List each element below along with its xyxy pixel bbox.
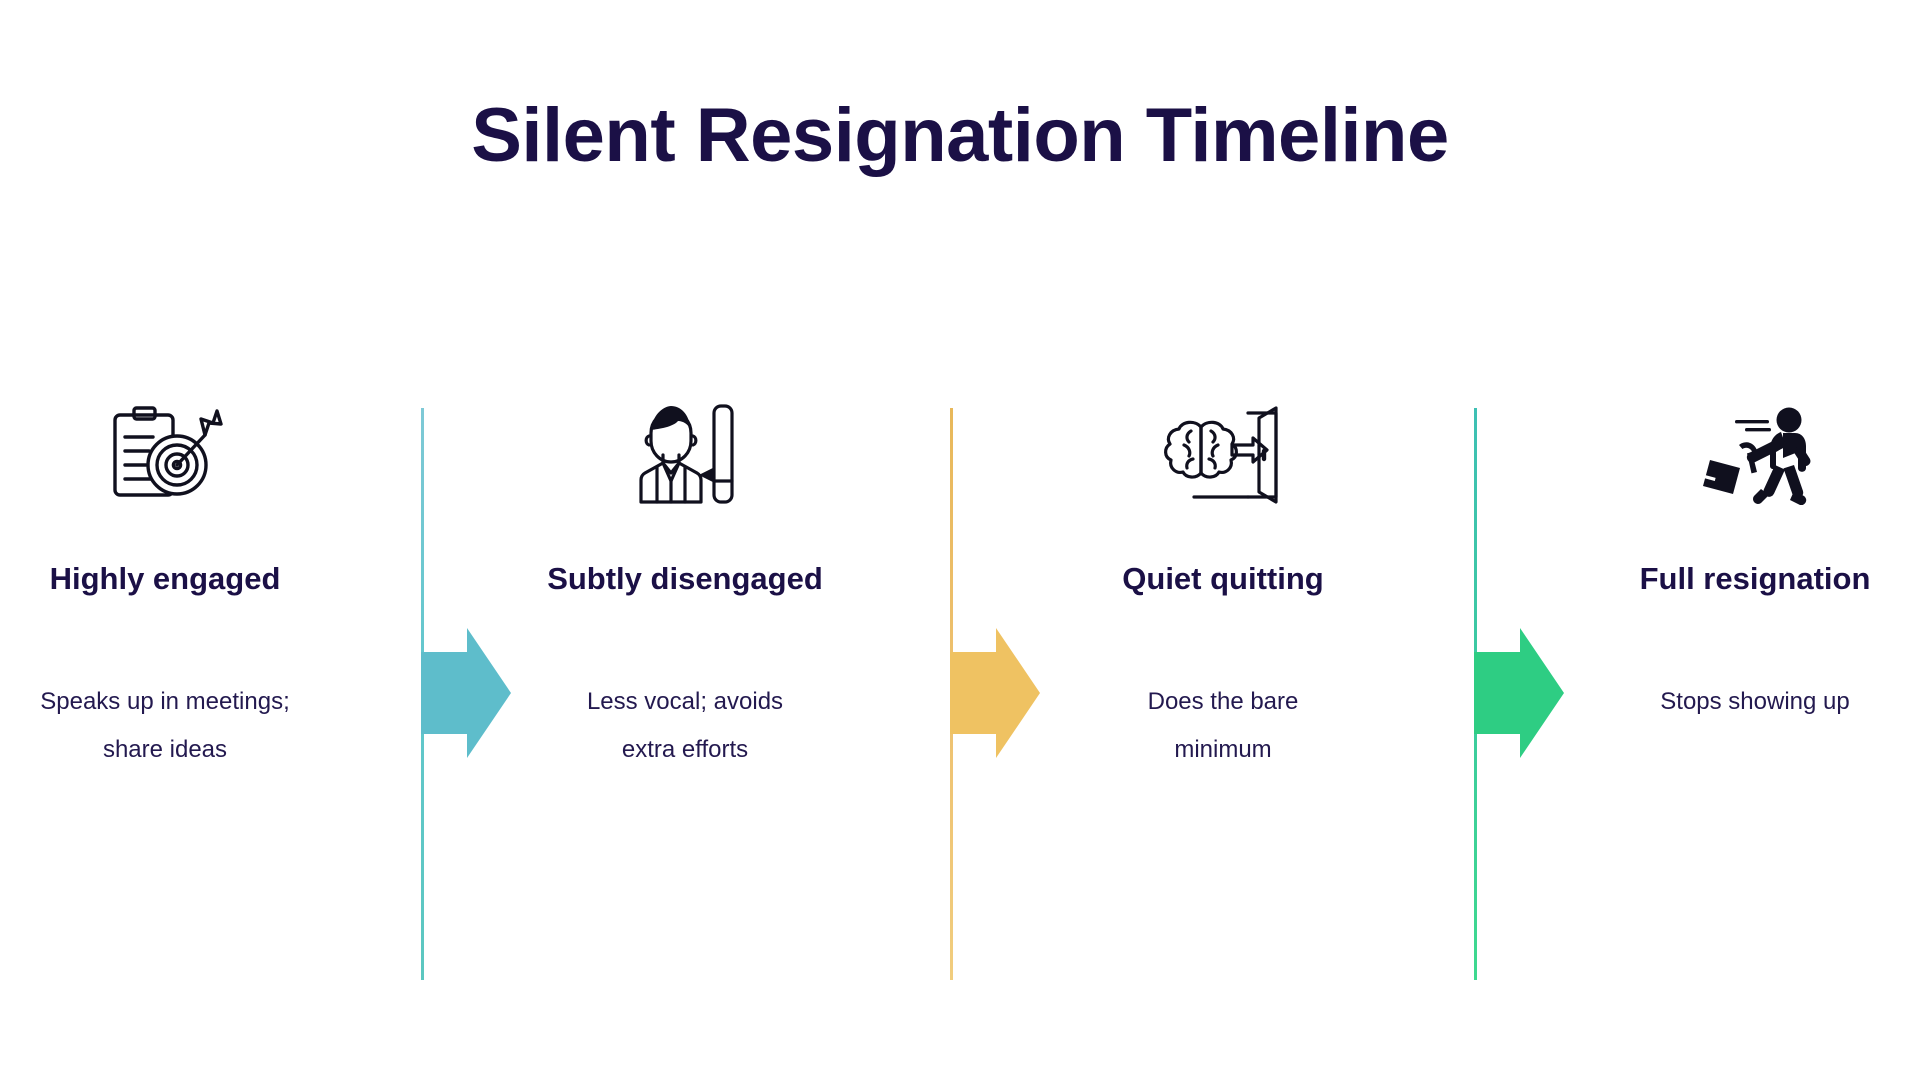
person-walking-away-briefcase-icon: [1690, 400, 1820, 510]
stage-description: Does the bare minimum: [1058, 678, 1388, 775]
arrow-stage2-to-stage3: [950, 628, 1040, 758]
stage-description: Speaks up in meetings; share ideas: [0, 678, 330, 775]
stage-description-line-2: extra efforts: [621, 736, 749, 764]
stage-description-line-2: minimum: [1174, 736, 1272, 764]
arrow-stage1-to-stage2: [421, 628, 511, 758]
arrow-shape: [421, 628, 511, 758]
arrow-shape: [950, 628, 1040, 758]
brain-exiting-door-icon: [1158, 400, 1288, 510]
stage-description: Stops showing up: [1590, 678, 1920, 726]
stage-label: Subtly disengaged: [547, 561, 823, 596]
arrow-stage3-to-stage4: [1474, 628, 1564, 758]
page-title: Silent Resignation Timeline: [471, 93, 1449, 178]
arrow-shape: [1474, 628, 1564, 758]
stage-description-line-2: share ideas: [102, 736, 228, 764]
stage-label: Full resignation: [1639, 561, 1871, 596]
stage-description: Less vocal; avoids extra efforts: [520, 678, 850, 775]
stage-description-line-1: Stops showing up: [1660, 688, 1850, 715]
clipboard-target-arrow-icon: [100, 400, 230, 510]
stage-label: Quiet quitting: [1122, 561, 1324, 596]
stage-description-line-1: Less vocal; avoids: [586, 688, 784, 715]
employee-declining-chart-icon: [620, 400, 750, 510]
stage-description-line-1: Speaks up in meetings;: [40, 688, 290, 715]
stage-label: Highly engaged: [49, 561, 281, 596]
stage-description-line-1: Does the bare: [1147, 688, 1299, 715]
